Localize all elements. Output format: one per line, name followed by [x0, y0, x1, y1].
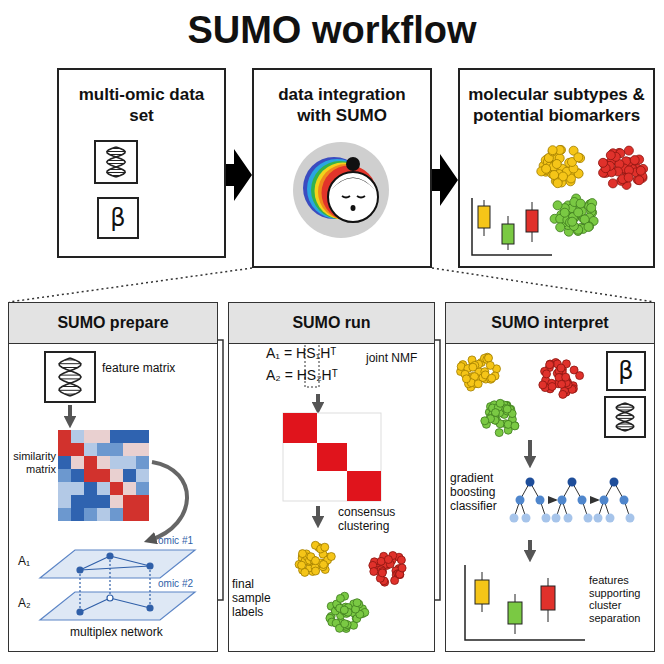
- flow-arrow: [316, 506, 320, 522]
- symbol-box: β: [97, 197, 139, 239]
- annotation-label: features supporting cluster separation: [589, 574, 653, 625]
- dna-icon: [605, 397, 645, 437]
- flow-arrow: [68, 405, 72, 422]
- boxplot-chart: [465, 565, 585, 640]
- panel-heading: SUMO prepare: [9, 303, 217, 344]
- sample-clusters: [537, 145, 648, 236]
- annotation-label: feature matrix: [102, 362, 182, 376]
- dna-icon: [45, 352, 95, 402]
- flow-arrow: [226, 149, 252, 201]
- panel-bracket: [435, 340, 440, 600]
- stage-box: multi-omic data set β: [57, 68, 226, 258]
- zoom-line: [432, 268, 654, 302]
- flow-arrow: [528, 440, 532, 462]
- panel-heading: SUMO interpret: [446, 303, 654, 344]
- similarity-heatmap: [58, 430, 149, 521]
- stage-heading: multi-omic data set: [59, 70, 224, 127]
- flow-arrow: [528, 540, 532, 556]
- beta-symbol: β: [618, 359, 633, 383]
- annotation-label: A₁ = HS₁Hᵀ: [266, 345, 366, 361]
- annotation-label: A₁: [18, 555, 40, 569]
- sample-clusters: [457, 353, 584, 436]
- boxplot-chart: [472, 198, 552, 255]
- sample-clusters: [295, 541, 406, 632]
- boosting-trees: [510, 478, 635, 523]
- dna-icon: [95, 141, 137, 183]
- annotation-label: A₂: [18, 597, 40, 611]
- panel-heading: SUMO run: [229, 303, 434, 344]
- flow-arrow: [150, 462, 187, 540]
- flow-arrow: [432, 154, 458, 206]
- annotation-label: omic #2: [158, 578, 214, 590]
- stage-box: molecular subtypes & potential biomarker…: [458, 68, 655, 268]
- sumo-logo: [293, 142, 389, 238]
- annotation-label: joint NMF: [366, 352, 430, 366]
- annotation-label: multiplex network: [70, 626, 200, 640]
- stage-heading: data integration with SUMO: [254, 70, 430, 127]
- consensus-matrix: [283, 413, 381, 501]
- beta-symbol: β: [110, 206, 125, 230]
- flow-arrow: [316, 394, 320, 408]
- annotation-label: A₂ = HS₂Hᵀ: [266, 367, 366, 383]
- annotation-label: gradient boosting classifier: [450, 472, 520, 513]
- symbol-box: β: [606, 351, 646, 391]
- zoom-line: [9, 268, 252, 302]
- stage-heading: molecular subtypes & potential biomarker…: [460, 70, 653, 127]
- stage-box: data integration with SUMO: [252, 68, 432, 268]
- diagram-title: SUMO workflow: [0, 6, 664, 54]
- annotation-label: final sample labels: [232, 578, 290, 619]
- annotation-label: omic #1: [158, 535, 214, 547]
- panel-bracket: [218, 340, 223, 600]
- annotation-label: consensus clustering: [338, 506, 430, 534]
- panel-box: SUMO prepare: [8, 302, 218, 652]
- annotation-label: similarity matrix: [4, 450, 56, 475]
